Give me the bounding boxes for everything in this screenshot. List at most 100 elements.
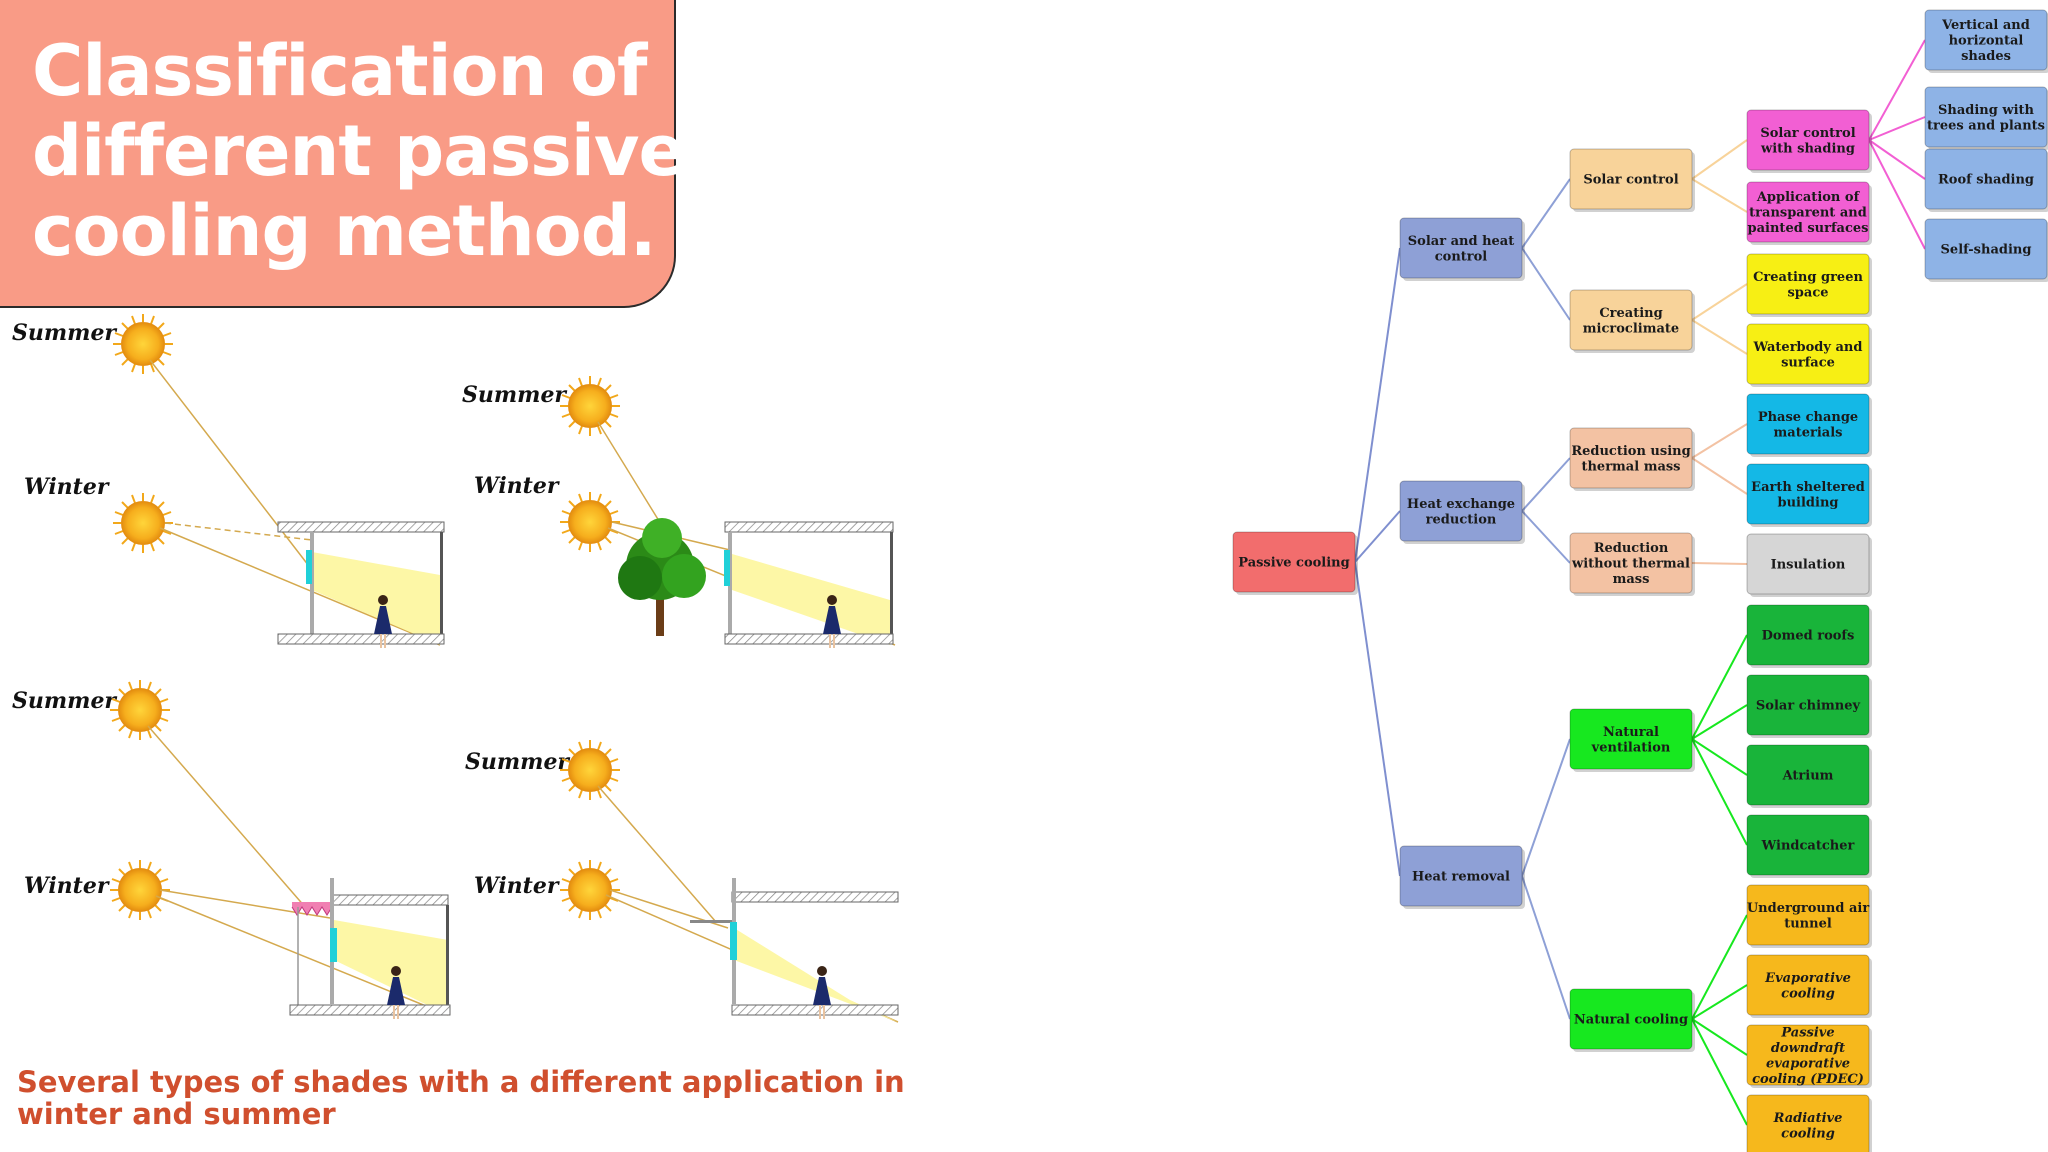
tree-node-label: Evaporative	[1764, 971, 1851, 986]
tree-edge	[1868, 116, 1926, 141]
panel-3-winter-label: Winter	[24, 873, 110, 899]
title-box: Classification of different passive cool…	[0, 0, 686, 308]
tree-node-label: Roof shading	[1938, 173, 2034, 188]
tree-node-label: with shading	[1760, 141, 1855, 156]
tree-edge	[1354, 247, 1401, 563]
shade-panel-2: Summer Winter	[462, 375, 896, 648]
tree-node-label: cooling	[1781, 986, 1835, 1001]
tree-edge	[1691, 178, 1748, 213]
panel-2-summer-label: Summer	[462, 382, 567, 408]
tree-edge	[1691, 738, 1748, 846]
caption-line-2: winter and summer	[17, 1097, 336, 1131]
shade-panel-1: Summer Winter	[12, 313, 445, 648]
tree-node-label: Natural cooling	[1574, 1013, 1688, 1028]
tree-node-label: Natural	[1603, 725, 1659, 740]
tree-node-label: Reduction using	[1571, 444, 1690, 459]
tree-edge	[1691, 423, 1748, 459]
tree-node-rs: Roof shading	[1924, 148, 2048, 212]
tree-edge	[1521, 510, 1571, 564]
tree-node-label: Creating	[1599, 306, 1662, 321]
figure-caption: Several types of shades with a different…	[17, 1066, 917, 1130]
tree-edge	[1354, 510, 1401, 563]
tree-node-nc: Natural cooling	[1569, 988, 1695, 1052]
tree-node-label: without thermal	[1571, 557, 1690, 572]
tree-node-atr: Atrium	[1746, 744, 1872, 808]
tree-node-label: Heat exchange	[1407, 497, 1515, 512]
tree-node-label: Passive	[1780, 1025, 1834, 1040]
tree-edge	[1521, 875, 1571, 1020]
tree-node-label: cooling	[1781, 1126, 1835, 1141]
tree-node-label: reduction	[1426, 512, 1497, 527]
panel-4-summer-label: Summer	[465, 749, 570, 775]
panel-3-summer-sun-icon	[109, 679, 171, 741]
panel-2-summer-sun-icon	[559, 375, 621, 437]
tree-node-label: evaporative	[1766, 1056, 1850, 1071]
tree-node-label: trees and plants	[1927, 118, 2045, 133]
tree-node-label: Solar control	[1583, 173, 1678, 188]
tree-node-sch: Solar chimney	[1746, 674, 1872, 738]
panel-2-winter-label: Winter	[474, 473, 560, 499]
tree-node-label: Application of	[1756, 190, 1861, 205]
tree-node-label: Insulation	[1771, 558, 1846, 573]
panel-1-winter-sun-icon	[112, 492, 174, 554]
tree-node-label: control	[1435, 249, 1488, 264]
tree-edge	[1868, 139, 1926, 180]
tree-edge	[1691, 562, 1748, 565]
tree-node-label: Solar control	[1760, 126, 1855, 141]
tree-node-ss: Self-shading	[1924, 218, 2048, 282]
panel-1-summer-label: Summer	[12, 320, 117, 346]
tree-edge	[1354, 561, 1401, 877]
tree-edges	[1354, 39, 1926, 1126]
tree-node-label: thermal mass	[1581, 459, 1680, 474]
tree-node-label: cooling (PDEC)	[1752, 1072, 1864, 1087]
tree-node-hr: Heat removal	[1399, 845, 1525, 909]
tree-node-label: Reduction	[1594, 541, 1669, 556]
tree-node-label: ventilation	[1591, 740, 1671, 755]
shade-panel-4: Summer Winter	[465, 739, 899, 1023]
tree-edge	[1691, 1018, 1748, 1056]
tree-edge	[1691, 984, 1748, 1020]
title-line-3: cooling method.	[32, 190, 656, 272]
shade-panel-3: Summer Winter	[12, 679, 451, 1019]
tree-node-label: Waterbody and	[1753, 340, 1863, 355]
tree-node-dr: Domed roofs	[1746, 604, 1872, 668]
tree-node-label: Domed roofs	[1762, 629, 1855, 644]
title-line-2: different passive	[32, 110, 686, 192]
tree-node-label: Solar chimney	[1756, 699, 1861, 714]
tree-node-label: Shading with	[1938, 103, 2034, 118]
tree-edge	[1868, 139, 1926, 250]
tree-node-label: shades	[1961, 49, 2011, 64]
tree-edge	[1521, 738, 1571, 877]
tree-node-label: Radiative	[1773, 1111, 1843, 1126]
tree-edge	[1868, 39, 1926, 141]
tree-node-label: Underground air	[1747, 901, 1869, 916]
tree-node-label: tunnel	[1784, 916, 1832, 931]
panel-3-summer-label: Summer	[12, 688, 117, 714]
tree-node-label: mass	[1613, 572, 1650, 587]
tree-node-wc: Windcatcher	[1746, 814, 1872, 878]
tree-edge	[1691, 319, 1748, 355]
tree-edge	[1691, 1018, 1748, 1126]
tree-edge	[1691, 634, 1748, 740]
tree-edge	[1691, 283, 1748, 321]
panel-1-winter-label: Winter	[24, 474, 110, 500]
tree-node-label: materials	[1774, 425, 1843, 440]
caption-line-1: Several types of shades with a different…	[17, 1065, 905, 1099]
tree-node-label: transparent and	[1749, 206, 1867, 221]
tree-node-ins: Insulation	[1746, 533, 1872, 597]
tree-edge	[1691, 738, 1748, 776]
shading-illustration: Summer Winter Summer Winter	[12, 313, 899, 1023]
